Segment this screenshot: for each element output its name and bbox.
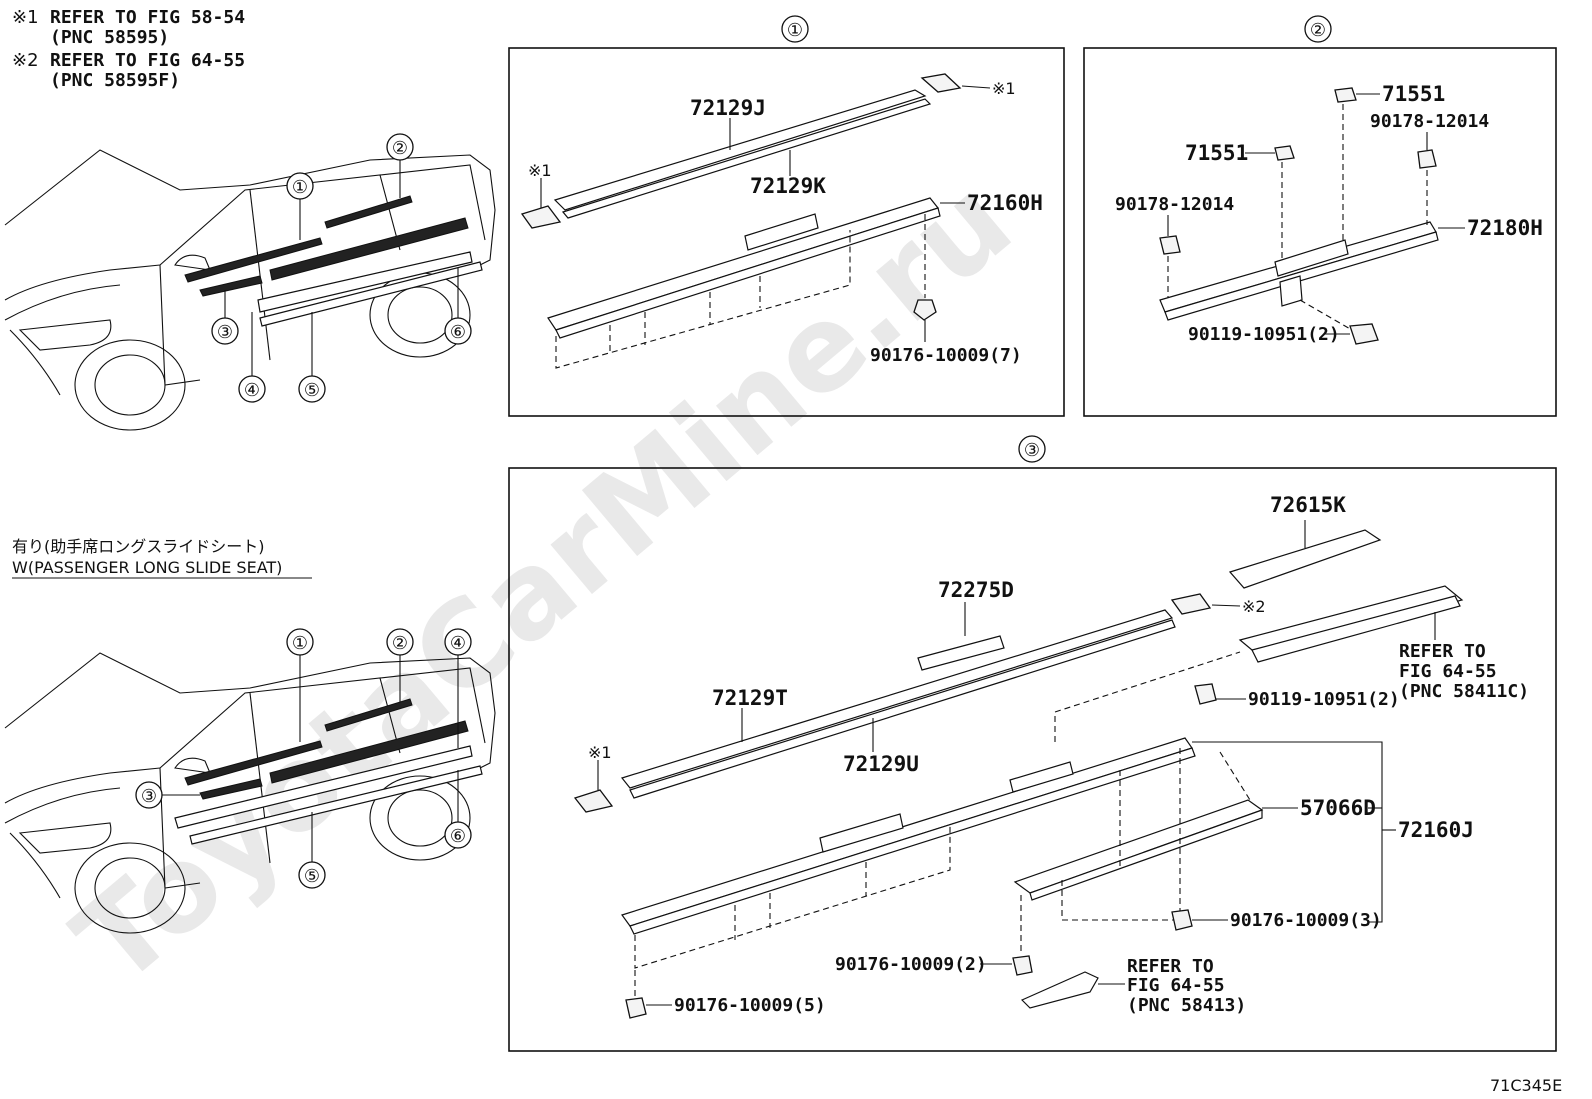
strip-1 <box>184 237 323 283</box>
variant-en-label: W(PASSENGER LONG SLIDE SEAT) <box>12 558 282 577</box>
note2-line1: REFER TO FIG 64-55 <box>50 50 245 71</box>
end-cap-panel3 <box>573 789 614 813</box>
part-72129U: 72129U <box>843 752 919 776</box>
part-71551-a: 71551 <box>1382 82 1445 106</box>
part-90119-10951-2-a: 90119-10951(2) <box>1188 324 1340 345</box>
callouts-bottom: ① ② ③ ④ ⑤ ⑥ <box>135 628 472 889</box>
clip-90178-b <box>1159 235 1181 255</box>
note1-mark: ※1 <box>12 7 39 28</box>
strip-mid <box>269 217 469 281</box>
panel-2: ② 71551 90178-12014 71551 90178-12014 72… <box>1083 15 1557 417</box>
variant-jp-label: 有り(助手席ロングスライドシート) <box>12 537 265 556</box>
callout-5-bottom: ⑤ <box>304 866 320 887</box>
car-illustration-top <box>4 149 496 431</box>
bracket-72275D <box>917 635 1005 671</box>
part-90176-10009-5: 90176-10009(5) <box>674 995 826 1016</box>
strip-4 <box>257 251 473 313</box>
end-cap-72275 <box>1170 593 1212 615</box>
clip-90178-a <box>1417 149 1437 169</box>
strip-2 <box>324 195 413 229</box>
refer-b-line3: (PNC 58413) <box>1127 995 1246 1016</box>
panel3-ref1: ※1 <box>588 743 612 762</box>
part-72129T: 72129T <box>712 686 788 710</box>
bracket-57066D <box>1013 799 1264 894</box>
clip-90176-2 <box>1012 955 1033 976</box>
callout-6-top: ⑥ <box>450 322 466 343</box>
panel3-ref2: ※2 <box>1242 597 1266 616</box>
refer-b-line2: FIG 64-55 <box>1127 975 1225 996</box>
part-72180H: 72180H <box>1467 216 1543 240</box>
part-90178-12014-b: 90178-12014 <box>1115 194 1234 215</box>
clip-71551-b <box>1274 145 1295 161</box>
callout-3-bottom: ③ <box>141 786 157 807</box>
part-90119-10951-2-b: 90119-10951(2) <box>1248 689 1400 710</box>
watermark: ToyotaCarMine.ru <box>49 152 1036 1012</box>
part-72160H: 72160H <box>967 191 1043 215</box>
callout-4-top: ④ <box>244 380 260 401</box>
part-71551-b: 71551 <box>1185 141 1248 165</box>
plate-72615K <box>1228 529 1382 589</box>
panel-1-title: ① <box>787 20 803 41</box>
callout-1-bottom: ① <box>292 633 308 654</box>
callout-6-bottom: ⑥ <box>450 826 466 847</box>
part-72160J: 72160J <box>1398 818 1474 842</box>
clip-71551-a <box>1334 87 1357 103</box>
callout-3-top: ③ <box>217 322 233 343</box>
bolt-90119-b <box>1194 683 1217 705</box>
note2-mark: ※2 <box>12 50 39 71</box>
bolt-90119 <box>1349 323 1379 345</box>
panel-3: ③ 72615K ※2 REFER TO FIG 64-55 (PNC 5841… <box>508 435 1557 1052</box>
panel1-ref1b: ※1 <box>528 161 552 180</box>
note1-line2: (PNC 58595) <box>50 27 169 48</box>
grille-58413 <box>1020 971 1099 1009</box>
clip-90176-3 <box>1171 909 1193 931</box>
strip-mid-b <box>269 720 469 784</box>
clip-90176-5 <box>625 997 647 1019</box>
refer-a-line2: FIG 64-55 <box>1399 661 1497 682</box>
strip-3 <box>199 275 263 297</box>
part-90176-10009-3: 90176-10009(3) <box>1230 910 1382 931</box>
strip-5-b <box>189 765 483 845</box>
refer-b-line1: REFER TO <box>1127 956 1214 977</box>
callout-2-bottom: ② <box>392 633 408 654</box>
note2-line2: (PNC 58595F) <box>50 70 180 91</box>
panel-2-title: ② <box>1310 20 1326 41</box>
panel1-ref1: ※1 <box>992 79 1016 98</box>
end-cap-right <box>920 73 962 93</box>
part-90176-10009-2: 90176-10009(2) <box>835 954 987 975</box>
strip-5 <box>259 261 483 327</box>
end-cap-left <box>520 205 562 229</box>
figure-code: 71C345E <box>1490 1076 1562 1095</box>
part-90178-12014-a: 90178-12014 <box>1370 111 1489 132</box>
refer-a-line3: (PNC 58411C) <box>1399 681 1529 702</box>
panel-3-title: ③ <box>1024 440 1040 461</box>
callout-1-top: ① <box>292 177 308 198</box>
note1-line1: REFER TO FIG 58-54 <box>50 7 245 28</box>
callouts-top: ① ② ③ ④ ⑤ ⑥ <box>211 133 472 403</box>
clip-90176 <box>913 299 937 321</box>
panel-1: ① ※1 ※1 72129J 72129K 72160H 90176-100 <box>508 15 1065 417</box>
callout-4-bottom: ④ <box>450 633 466 654</box>
callout-5-top: ⑤ <box>304 380 320 401</box>
notes: ※1 REFER TO FIG 58-54 (PNC 58595) ※2 REF… <box>12 7 245 91</box>
callout-2-top: ② <box>392 138 408 159</box>
part-57066D: 57066D <box>1300 796 1376 820</box>
part-90176-10009-7: 90176-10009(7) <box>870 345 1022 366</box>
part-72615K: 72615K <box>1270 493 1346 517</box>
part-72129K: 72129K <box>750 174 826 198</box>
strip-3-b <box>199 778 263 800</box>
car-illustration-bottom <box>4 652 496 934</box>
strip-2-b <box>324 698 413 732</box>
strip-4-b <box>174 745 473 829</box>
part-72129J: 72129J <box>690 96 766 120</box>
part-72275D: 72275D <box>938 578 1014 602</box>
strip-1-b <box>184 740 323 786</box>
refer-a-line1: REFER TO <box>1399 641 1486 662</box>
